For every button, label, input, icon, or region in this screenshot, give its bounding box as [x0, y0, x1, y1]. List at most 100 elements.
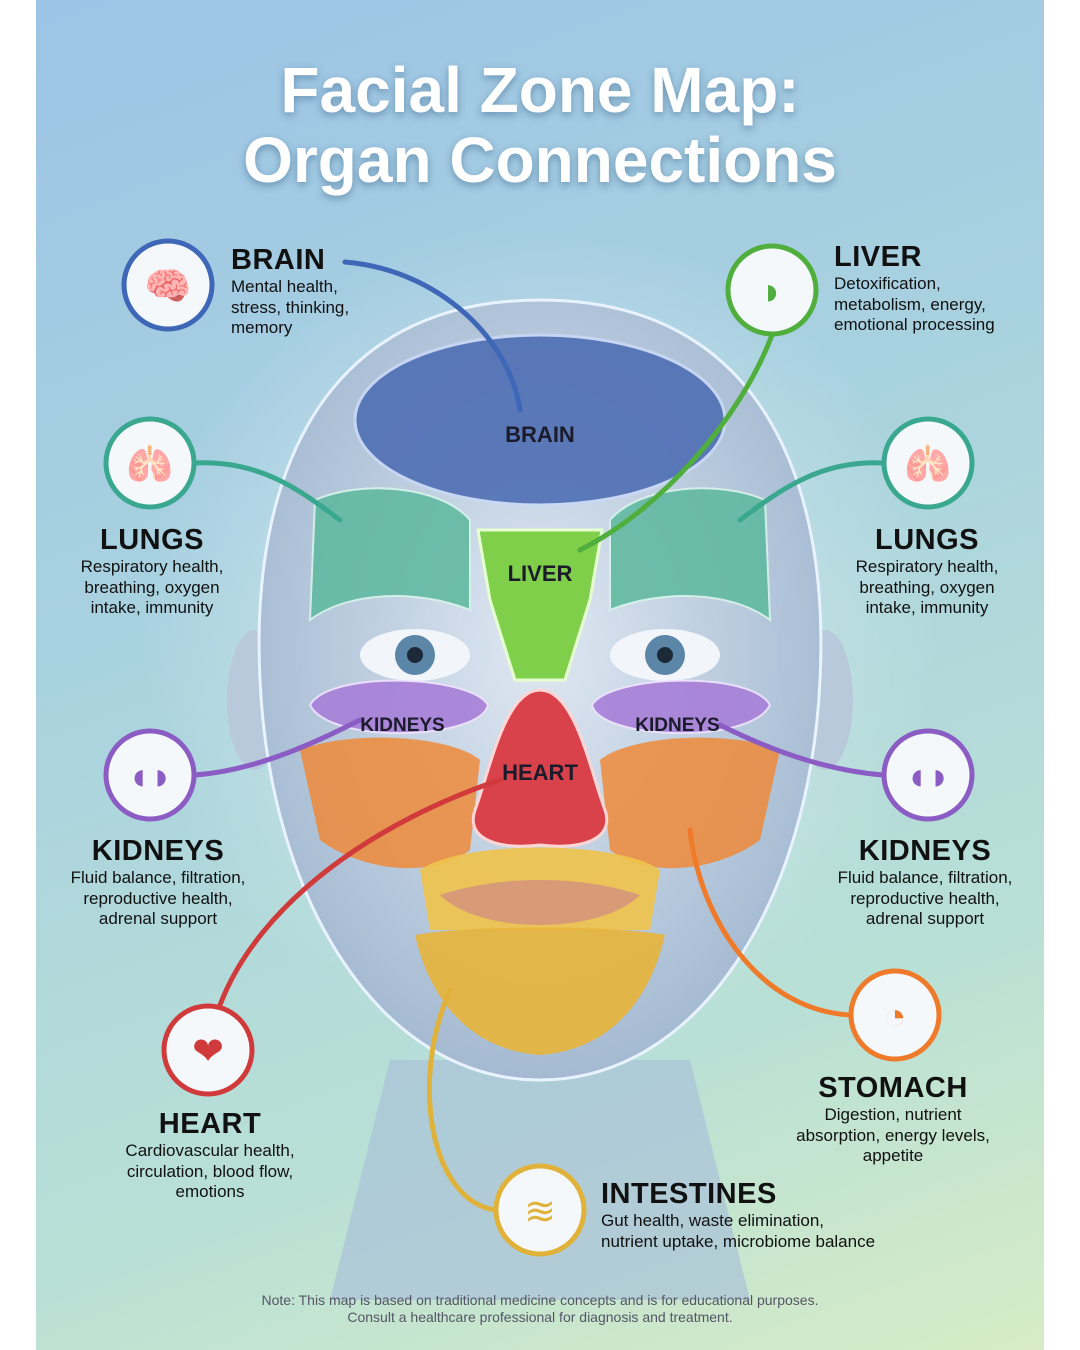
icon-glyph: ◖◗ [905, 756, 951, 798]
lungs-icon: 🫁 [103, 416, 197, 510]
liver-desc: Detoxification, [834, 274, 941, 293]
icon-badge [881, 416, 975, 510]
brain-desc: Mental health, [231, 277, 338, 296]
lungs-right-desc: breathing, oxygen [859, 577, 995, 597]
stomach-connector [687, 827, 853, 1018]
heart-zone-nose [471, 688, 609, 848]
lungs-zone-right [609, 487, 772, 623]
stomach-title: STOMACH [818, 1072, 968, 1104]
liver-desc: emotional processing [834, 315, 995, 334]
heart-icon: ❤ [161, 1003, 255, 1097]
heart-connector [217, 777, 503, 1008]
kidneys-right-desc: adrenal support [865, 909, 985, 928]
kidneys-left-desc: adrenal support [98, 909, 218, 928]
intestines-connector [426, 987, 498, 1213]
icon-glyph: 🫁 [126, 443, 173, 486]
heart-desc: circulation, blood flow, [126, 1161, 294, 1181]
kidneys-left-title: KIDNEYS [91, 835, 225, 867]
kidneys-right-connector [717, 722, 886, 778]
icon-badge [103, 416, 197, 510]
kidneys-right-label: KIDNEYS Fluid balance, filtration,reprod… [805, 835, 1045, 930]
icon-badge [725, 243, 819, 337]
stomach-desc: appetite [862, 1146, 924, 1165]
stomach-desc: absorption, energy levels, [796, 1125, 990, 1145]
lungs-right-title: LUNGS [875, 524, 979, 556]
kidneys-icon: ◖◗ [103, 728, 197, 822]
pupil-left [407, 647, 423, 663]
icon-glyph: 🫁 [904, 443, 951, 486]
liver-connector [577, 332, 775, 553]
zone-label-kidneys-left: KIDNEYS [360, 715, 445, 736]
icon-badge [881, 728, 975, 822]
liver-icon: ◗ [725, 243, 819, 337]
heart-title: HEART [158, 1108, 262, 1140]
brain-desc: stress, thinking, [231, 297, 350, 317]
lungs-left-desc: Respiratory health, [80, 557, 224, 576]
intestines-zone-chin [415, 927, 665, 1055]
lungs-right-desc: Respiratory health, [855, 557, 999, 576]
liver-zone [476, 528, 604, 682]
lungs-right-connector [737, 460, 886, 523]
brain-zone [353, 333, 727, 507]
icon-badge [121, 238, 215, 332]
icon-glyph: 🧠 [144, 266, 191, 308]
zone-label-kidneys-right: KIDNEYS [635, 715, 720, 736]
disclaimer-line-1: Note: This map is based on traditional m… [261, 1292, 819, 1308]
brain-label: BRAIN Mental health,stress, thinking,mem… [231, 244, 349, 339]
kidneys-left-label: KIDNEYS Fluid balance, filtration,reprod… [38, 835, 278, 930]
brain-desc: memory [231, 318, 293, 337]
liver-label: LIVER Detoxification,metabolism, energy,… [834, 241, 995, 336]
intestines-icon: ≋ [493, 1163, 587, 1257]
intestines-title: INTESTINES [601, 1178, 777, 1210]
heart-desc: Cardiovascular health, [125, 1141, 295, 1160]
zone-label-liver: LIVER [507, 561, 573, 586]
heart-label: HEART Cardiovascular health,circulation,… [95, 1108, 325, 1203]
kidneys-right-desc: reproductive health, [850, 888, 1000, 908]
kidneys-right-desc: Fluid balance, filtration, [837, 868, 1013, 887]
kidneys-left-desc: Fluid balance, filtration, [70, 868, 246, 887]
kidneys-right-title: KIDNEYS [858, 835, 992, 867]
connector-lines [192, 259, 886, 1213]
kidneys-left-desc: reproductive health, [83, 888, 233, 908]
pupil-right [657, 647, 673, 663]
intestines-desc: Gut health, waste elimination, [601, 1211, 825, 1230]
lips [440, 880, 640, 925]
lungs-right-label: LUNGS Respiratory health,breathing, oxyg… [817, 524, 1037, 619]
icon-glyph: ◖◗ [127, 756, 173, 798]
stomach-zone-right [600, 737, 780, 869]
icon-glyph: ≋ [524, 1191, 556, 1233]
liver-desc: metabolism, energy, [834, 294, 986, 314]
zone-label-brain: BRAIN [505, 422, 575, 447]
lungs-left-desc: breathing, oxygen [84, 577, 220, 597]
lungs-left-label: LUNGS Respiratory health,breathing, oxyg… [42, 524, 262, 619]
lungs-left-connector [192, 460, 343, 523]
lungs-right-desc: intake, immunity [865, 598, 989, 617]
zone-label-heart: HEART [502, 760, 578, 785]
kidneys-left-connector [192, 717, 363, 778]
lungs-left-title: LUNGS [100, 524, 204, 556]
intestines-desc: nutrient uptake, microbiome balance [601, 1231, 876, 1251]
liver-title: LIVER [834, 241, 922, 273]
brain-title: BRAIN [231, 244, 326, 276]
lungs-zone-left [308, 487, 471, 623]
lungs-left-desc: intake, immunity [90, 598, 214, 617]
brain-connector [342, 259, 523, 413]
title-line-1: Facial Zone Map: [280, 54, 800, 126]
heart-desc: emotions [175, 1182, 245, 1201]
title-line-2: Organ Connections [243, 124, 837, 196]
kidneys-icon: ◖◗ [881, 728, 975, 822]
icon-badge [493, 1163, 587, 1257]
icon-glyph: ◗ [761, 271, 784, 313]
cheek-zone-left [300, 737, 480, 869]
icon-glyph: ❤ [192, 1031, 224, 1073]
icon-badge [848, 968, 942, 1062]
brain-icon: 🧠 [121, 238, 215, 332]
stomach-desc: Digestion, nutrient [824, 1105, 962, 1124]
icon-glyph: ◔ [884, 996, 907, 1038]
icon-badge [103, 728, 197, 822]
icon-badge [161, 1003, 255, 1097]
intestines-label: INTESTINES Gut health, waste elimination… [601, 1178, 875, 1252]
stomach-icon: ◔ [848, 968, 942, 1062]
